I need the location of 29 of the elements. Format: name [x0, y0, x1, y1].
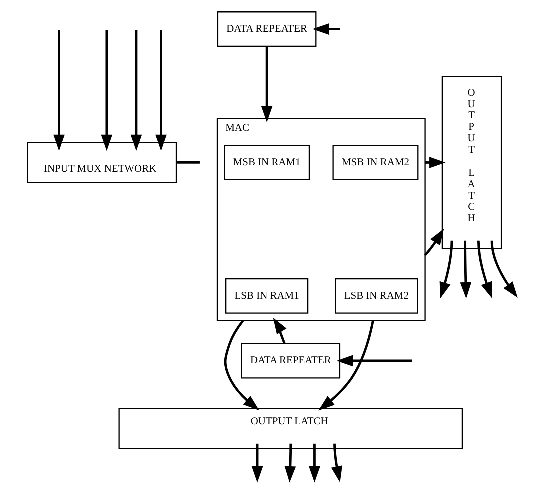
arrow [336, 355, 412, 367]
arrow [100, 30, 112, 152]
arrow [155, 30, 166, 152]
arrow [251, 444, 263, 483]
arrow [312, 24, 340, 35]
arrow [439, 240, 453, 299]
arrow [490, 240, 518, 298]
arrow [224, 320, 260, 411]
node-box: MSB IN RAM2 [332, 145, 418, 180]
arrow [284, 444, 296, 483]
arrow [424, 228, 444, 256]
node-box: INPUT MUX NETWORK [26, 142, 177, 184]
node-box: OUTPUT LATCH [118, 408, 463, 450]
arrow [308, 444, 320, 483]
arrow [460, 240, 472, 299]
node-box: DATA REPEATER [216, 12, 316, 48]
node-box: DATA REPEATER [240, 343, 340, 379]
arrow [318, 320, 374, 411]
arrow [476, 240, 492, 299]
arrow [53, 30, 64, 152]
arrow [260, 46, 272, 122]
node-box: LSB IN RAM1 [225, 278, 308, 314]
node-box: MSB IN RAM1 [224, 145, 310, 180]
node-box: LSB IN RAM2 [334, 278, 418, 314]
arrow [272, 318, 286, 344]
arrow [130, 30, 142, 152]
node-box: OUTPUT LATCH [441, 76, 502, 250]
connector [176, 162, 200, 164]
arrow [330, 444, 342, 483]
